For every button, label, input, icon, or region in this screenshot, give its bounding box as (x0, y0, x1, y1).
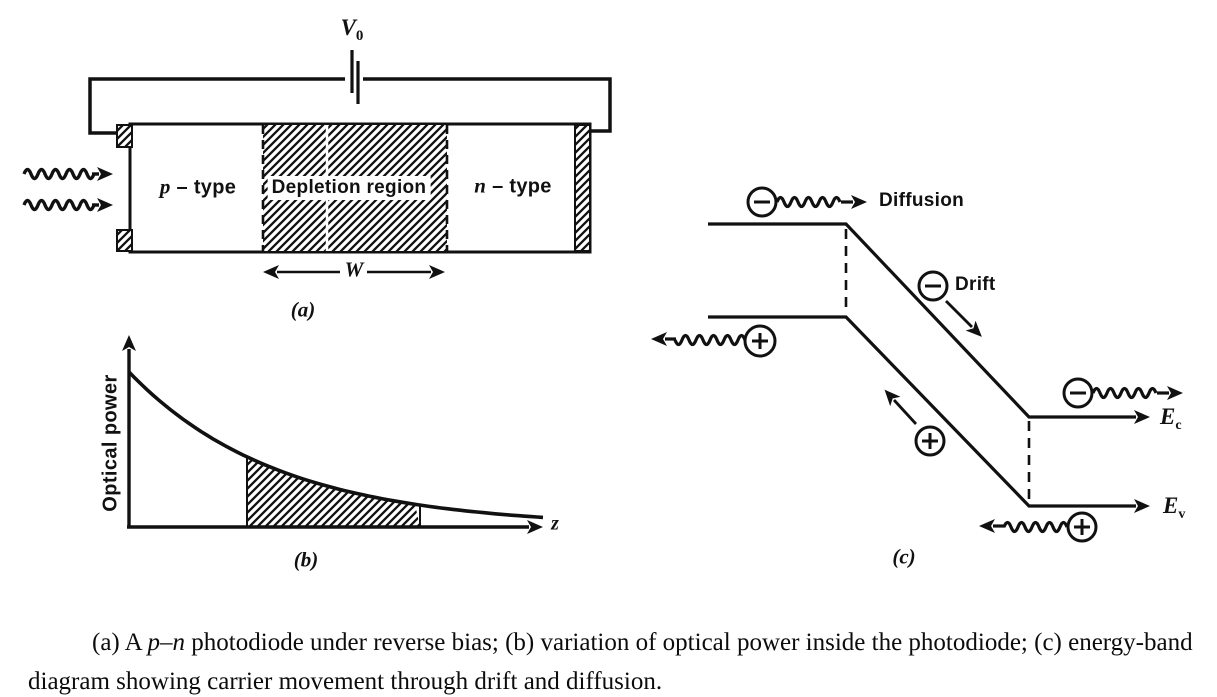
left-contact-top (116, 124, 133, 148)
hole-icon (743, 324, 777, 358)
drift-label: Drift (955, 274, 996, 295)
electron-icon (746, 186, 778, 218)
photon-wavy-arrow-icon (979, 519, 1069, 534)
hole-icon (914, 425, 946, 457)
diffusion-label: Diffusion (879, 190, 965, 211)
absorbed-power-hatch (247, 456, 420, 527)
panel-a-tag: (a) (290, 297, 316, 322)
panel-b-tag: (b) (293, 547, 319, 572)
figure-caption: (a) A p–n photodiode under reverse bias;… (28, 629, 1193, 695)
hole-icon (1066, 511, 1098, 543)
photon-wavy-arrow-icon (651, 332, 747, 347)
panel-c-energy-band-diagram (651, 186, 1183, 543)
panel-b-optical-power-plot (122, 335, 544, 534)
valence-band-line (708, 315, 1150, 513)
optical-power-curve (127, 370, 544, 520)
drift-arrow (945, 300, 982, 337)
left-contact-bottom (116, 229, 133, 252)
n-region-label: n – type (474, 173, 552, 198)
right-contact (574, 124, 591, 252)
panel-c-tag: (c) (892, 544, 916, 569)
electron-icon (1062, 377, 1094, 409)
valence-band-label: Ev (1163, 493, 1186, 522)
depletion-region-label: Depletion region (267, 176, 431, 200)
depletion-width-label: W (344, 257, 364, 282)
panel-a-diode-schematic (22, 50, 612, 279)
supply-voltage-label: V0 (340, 15, 364, 44)
y-axis-label: Optical power (99, 374, 122, 512)
photon-wavy-arrow-icon (22, 167, 113, 181)
photon-wavy-arrow-icon (775, 195, 867, 209)
conduction-band-label: Ec (1160, 404, 1182, 433)
photon-wavy-arrow-icon (22, 198, 113, 212)
electron-icon (917, 270, 949, 302)
p-region-label: p – type (159, 174, 237, 199)
hole-drift-arrow (884, 389, 918, 425)
x-axis-label: z (551, 512, 559, 535)
conduction-band-line (708, 222, 1150, 424)
battery-cell-icon (350, 50, 360, 104)
bias-circuit-wire (88, 77, 612, 135)
photon-wavy-arrow-icon (1091, 386, 1183, 400)
